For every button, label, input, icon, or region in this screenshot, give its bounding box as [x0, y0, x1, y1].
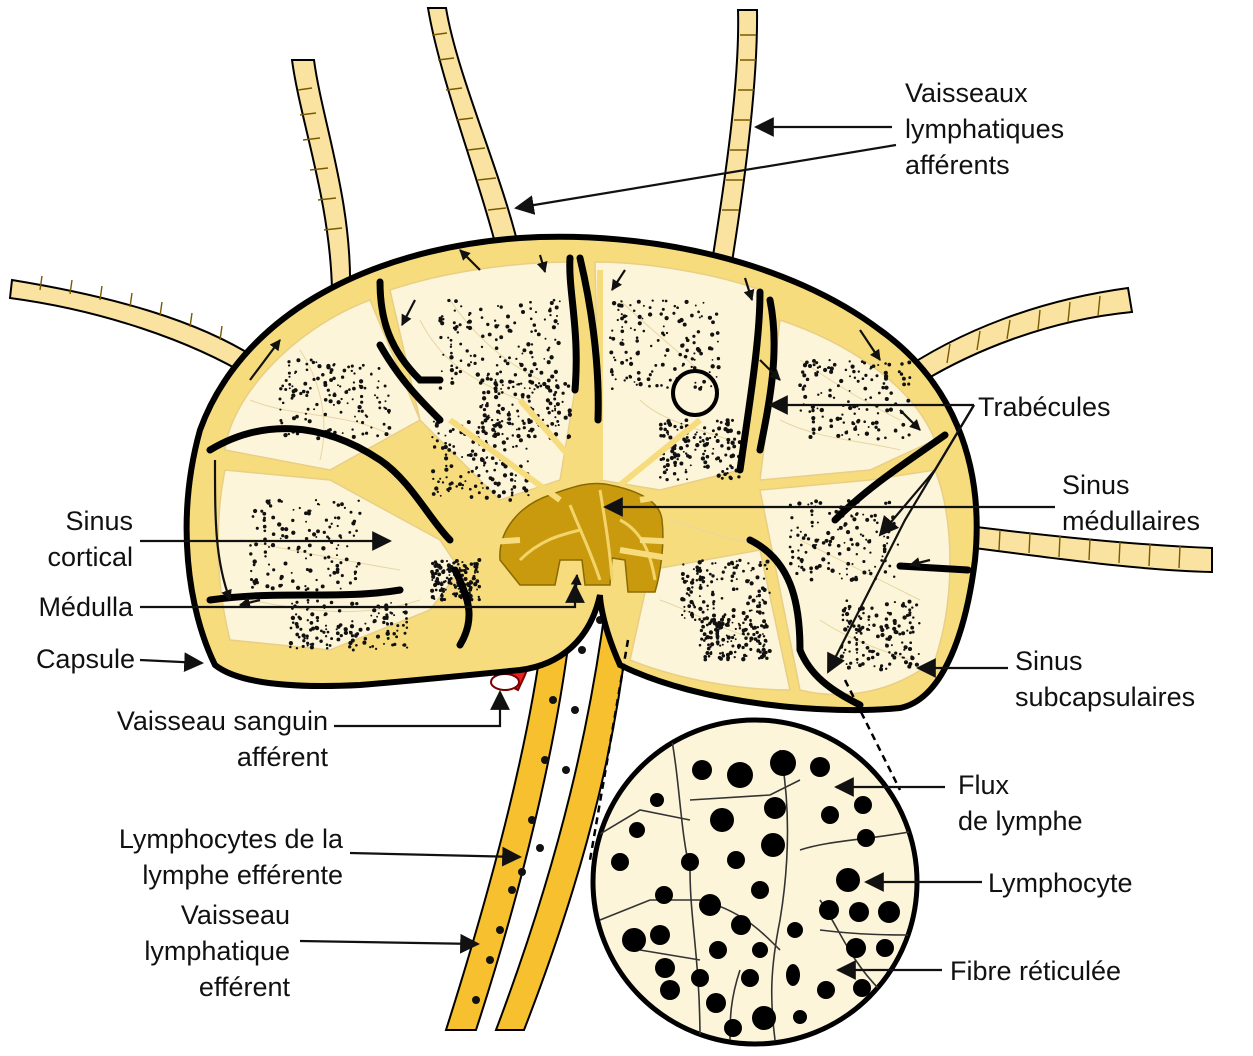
- label-lymph-flow-line1: Flux: [958, 770, 1010, 800]
- afferent-vessel-2: [428, 8, 522, 262]
- label-lymph-flow-line2: de lymphe: [958, 806, 1083, 836]
- label-subcapsular-sinus-line2: subcapsulaires: [1015, 682, 1195, 712]
- label-efferent-vessel-line3: efférent: [199, 972, 291, 1002]
- label-afferent-vessels: Vaisseaux lymphatiques afférents: [516, 78, 1064, 208]
- label-efferent-vessel-line2: lymphatique: [144, 936, 290, 966]
- label-subcapsular-sinus: Sinus subcapsulaires: [918, 646, 1195, 712]
- label-afferent-vessels-line3: afférents: [905, 150, 1010, 180]
- label-medullary-sinus-line1: Sinus: [1062, 470, 1130, 500]
- label-reticular-fibre-text: Fibre réticulée: [950, 956, 1121, 986]
- label-lymphocyte-text: Lymphocyte: [988, 868, 1133, 898]
- label-medullary-sinus-line2: médullaires: [1062, 506, 1200, 536]
- label-efferent-vessel: Vaisseau lymphatique efférent: [144, 900, 478, 1002]
- label-capsule-text: Capsule: [36, 644, 135, 674]
- label-trabecules-text: Trabécules: [978, 392, 1111, 422]
- label-capsule: Capsule: [36, 644, 202, 674]
- label-efferent-vessel-line1: Vaisseau: [181, 900, 290, 930]
- afferent-vessel-3: [712, 10, 757, 262]
- label-efferent-lymphocytes-line2: lymphe efférente: [142, 860, 343, 890]
- label-afferent-blood-vessel-line1: Vaisseau sanguin: [117, 706, 328, 736]
- label-efferent-lymphocytes-line1: Lymphocytes de la: [119, 824, 344, 854]
- label-efferent-lymphocytes: Lymphocytes de la lymphe efférente: [119, 824, 520, 890]
- label-subcapsular-sinus-line1: Sinus: [1015, 646, 1083, 676]
- label-medulla-text: Médulla: [38, 592, 134, 622]
- afferent-vessel-4: [10, 280, 262, 378]
- label-afferent-blood-vessel: Vaisseau sanguin afférent: [117, 692, 500, 772]
- label-afferent-vessels-line1: Vaisseaux: [905, 78, 1028, 108]
- afferent-vessel-1: [292, 60, 350, 290]
- label-afferent-vessels-line2: lymphatiques: [905, 114, 1064, 144]
- label-afferent-blood-vessel-line2: afférent: [237, 742, 329, 772]
- label-cortical-sinus-line2: cortical: [47, 542, 133, 572]
- label-cortical-sinus-line1: Sinus: [65, 506, 133, 536]
